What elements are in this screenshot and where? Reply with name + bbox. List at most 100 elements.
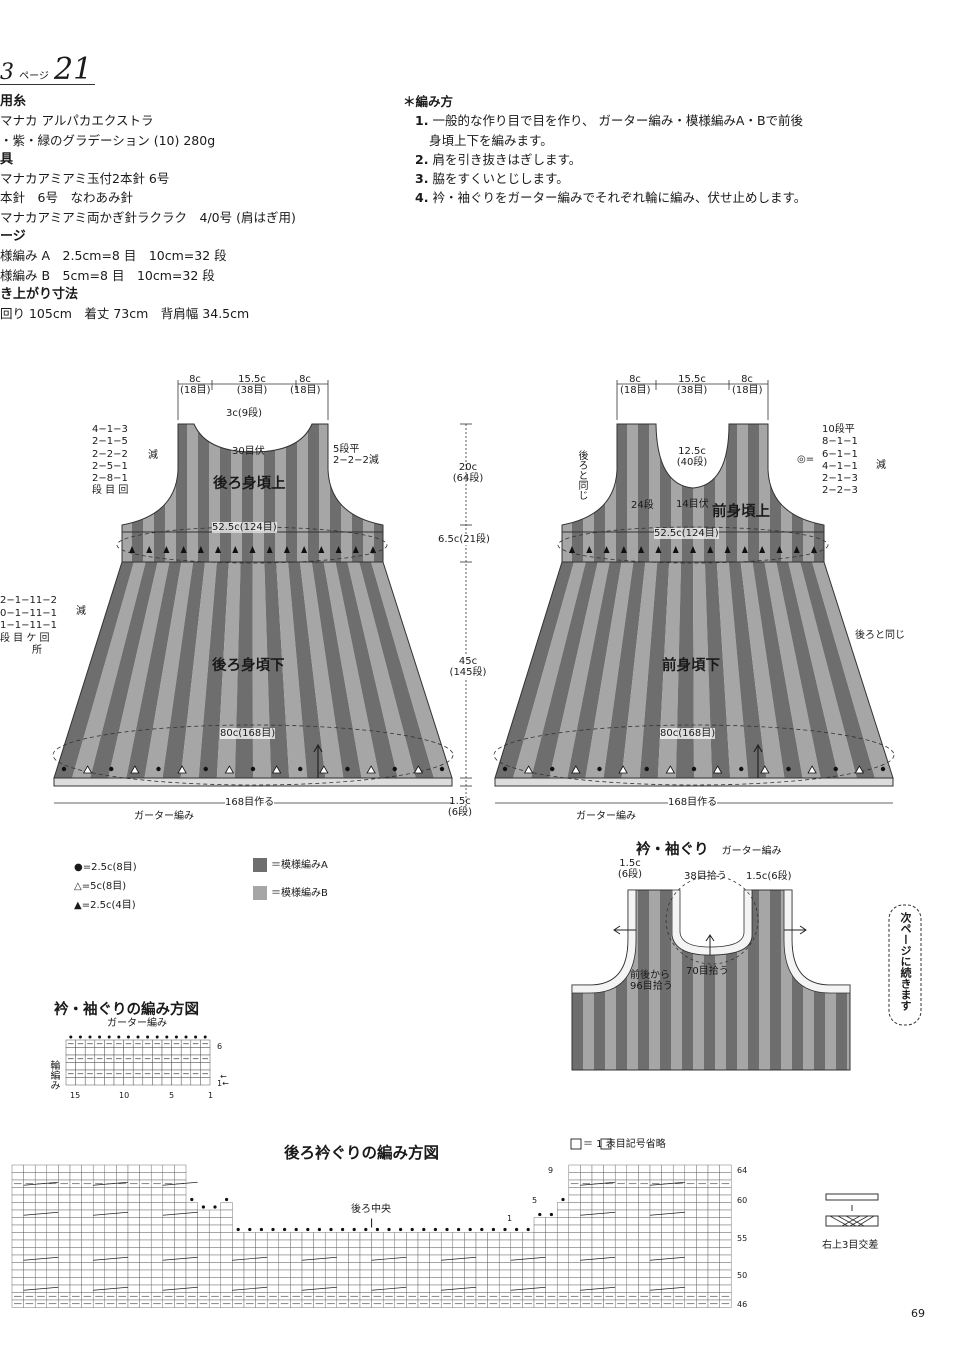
- band-triangle-marker: [180, 546, 187, 553]
- chart-cell: [580, 1247, 593, 1256]
- cable-cross: [23, 1256, 59, 1261]
- back-mark-5: 5: [532, 1196, 538, 1205]
- chart-cell: [661, 1232, 674, 1241]
- chart-cell: [220, 1209, 233, 1218]
- chart-cell: [142, 1062, 153, 1071]
- chart-cell: [591, 1187, 604, 1196]
- collar-chart-sub: ガーター編み: [107, 1018, 167, 1029]
- chart-cell: [568, 1187, 581, 1196]
- chart-cell: [603, 1277, 616, 1286]
- chart-cell: [394, 1284, 407, 1293]
- chart-cell: [46, 1247, 59, 1256]
- chart-cell: [11, 1187, 24, 1196]
- chart-cell: [132, 1062, 144, 1071]
- chart-cell: [290, 1262, 303, 1271]
- chart-cell: [162, 1284, 175, 1293]
- chart-cell: [58, 1232, 71, 1241]
- chart-cell: [65, 1062, 76, 1071]
- chart-cell: [174, 1187, 187, 1196]
- chart-cell: [371, 1232, 384, 1241]
- chart-cell: [197, 1247, 210, 1256]
- chart-cell: [336, 1269, 349, 1278]
- chart-cell: [440, 1254, 454, 1263]
- collar-col-15: 15: [70, 1091, 81, 1100]
- chart-cell: [34, 1269, 48, 1278]
- chart-cell: [336, 1254, 349, 1263]
- chart-cell: [603, 1247, 616, 1256]
- chart-cell: [359, 1269, 372, 1278]
- chart-cell: [707, 1247, 720, 1256]
- front-top-dim-3: 8c(18目): [732, 374, 763, 396]
- bindoff-dot: [422, 1227, 426, 1232]
- chart-cell: [69, 1187, 82, 1196]
- chart-cell: [638, 1187, 651, 1196]
- chart-cell: [23, 1254, 36, 1263]
- chart-cell: [127, 1247, 140, 1256]
- chart-cell: [626, 1247, 639, 1256]
- chart-cell: [580, 1172, 593, 1181]
- chart-cell: [719, 1172, 732, 1181]
- chart-cell: [266, 1254, 280, 1263]
- chart-cell: [649, 1239, 662, 1248]
- chart-cell: [58, 1254, 71, 1263]
- back-direction-arrow: [313, 743, 323, 778]
- chart-cell: [707, 1224, 720, 1233]
- chart-cell: [684, 1202, 697, 1211]
- chart-cell: [255, 1277, 268, 1286]
- chart-cell: [626, 1277, 639, 1286]
- chart-cell: [696, 1254, 709, 1263]
- chart-cell: [672, 1254, 686, 1263]
- chart-cell: [649, 1224, 662, 1233]
- hem-dot-marker: [203, 766, 208, 772]
- stripe: [585, 562, 634, 778]
- chart-cell: [661, 1262, 674, 1271]
- chart-cell: [707, 1239, 720, 1248]
- chart-cell: [278, 1277, 291, 1286]
- chart-cell: [243, 1269, 256, 1278]
- chart-cell: [104, 1224, 117, 1233]
- chart-cell: [719, 1217, 732, 1226]
- chart-cell: [58, 1209, 71, 1218]
- chart-cell: [185, 1217, 198, 1226]
- chart-cell: [58, 1194, 71, 1203]
- chart-cell: [127, 1187, 140, 1196]
- chart-cell: [208, 1247, 222, 1256]
- bindoff-dot: [445, 1227, 449, 1232]
- chart-cell: [142, 1077, 153, 1086]
- collar-col-10: 10: [119, 1091, 130, 1100]
- chart-cell: [34, 1217, 48, 1226]
- chart-cell: [684, 1209, 697, 1218]
- band-triangle-marker: [811, 546, 817, 553]
- chart-cell: [498, 1232, 512, 1241]
- chart-cell: [510, 1239, 523, 1248]
- chart-cell: [290, 1269, 303, 1278]
- chart-cell: [533, 1217, 546, 1226]
- chart-cell: [23, 1247, 36, 1256]
- chart-cell: [116, 1172, 129, 1181]
- hem-triangle-marker: [366, 765, 376, 774]
- chart-cell: [580, 1164, 593, 1173]
- chart-cell: [139, 1254, 152, 1263]
- chart-cell: [638, 1164, 651, 1173]
- chart-cell: [603, 1164, 616, 1173]
- band-triangle-marker: [707, 546, 714, 553]
- chart-cell: [510, 1277, 523, 1286]
- chart-cell: [104, 1269, 117, 1278]
- chart-cell: [684, 1187, 697, 1196]
- chart-cell: [580, 1262, 593, 1271]
- step-number: 4.: [415, 190, 429, 206]
- note-knit-square: [600, 1138, 612, 1150]
- cable-cross: [301, 1256, 337, 1261]
- chart-cell: [266, 1232, 280, 1241]
- bindoff-dot: [515, 1227, 519, 1232]
- chart-cell: [190, 1062, 201, 1071]
- chart-cell: [23, 1172, 36, 1181]
- chart-cell: [603, 1284, 616, 1293]
- chart-cell: [58, 1284, 71, 1293]
- back-neck-bind: 30目伏: [232, 446, 265, 457]
- chart-cell: [34, 1172, 48, 1181]
- chart-cell: [638, 1202, 651, 1211]
- chart-cell: [649, 1217, 662, 1226]
- chart-cell: [568, 1232, 581, 1241]
